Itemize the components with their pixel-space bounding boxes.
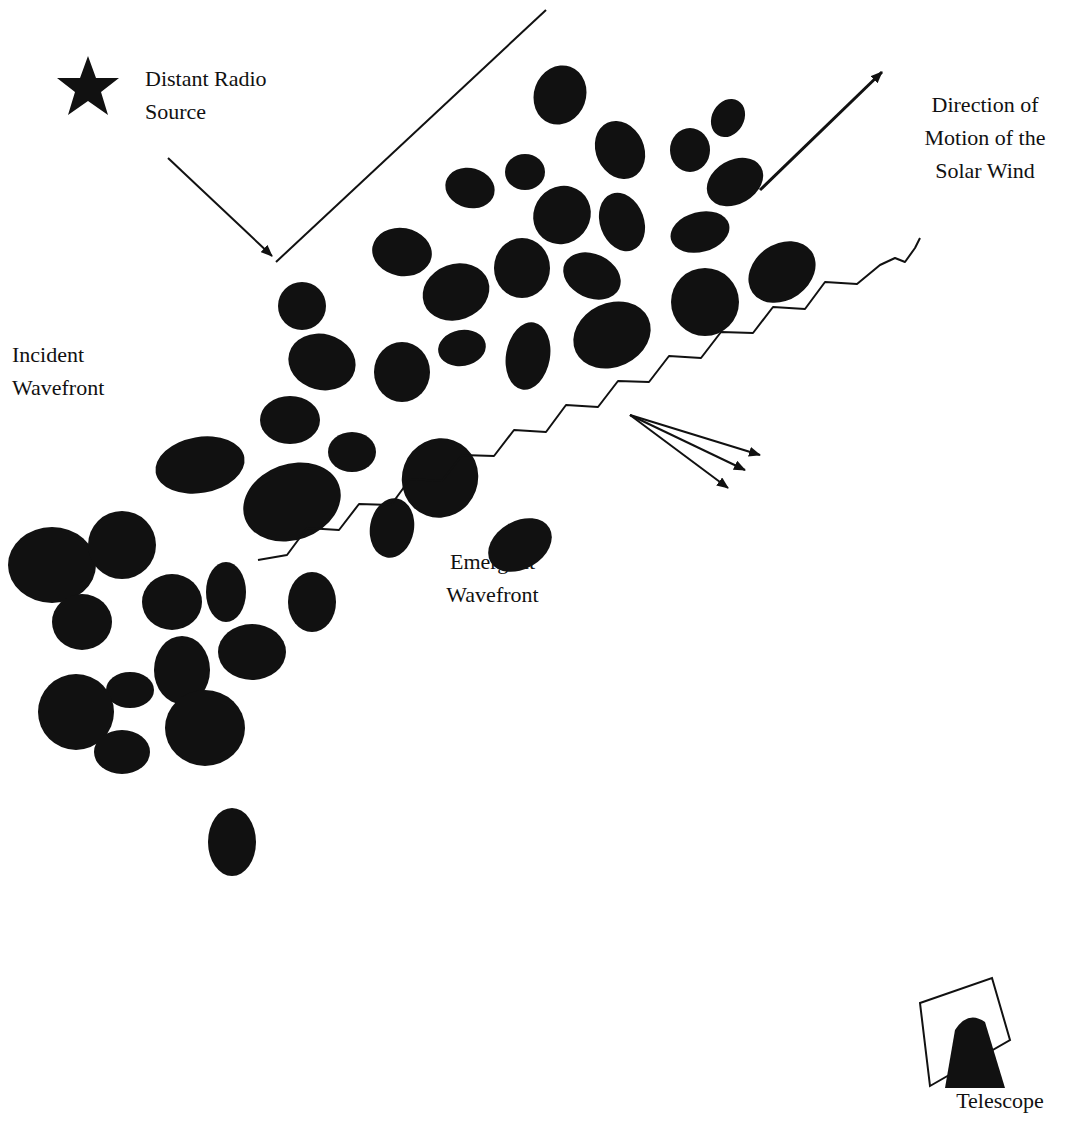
scattered-rays bbox=[630, 415, 760, 488]
incident-ray bbox=[168, 158, 272, 256]
emergent-wavefront bbox=[258, 238, 920, 560]
caption-label: Emergent Wavefront bbox=[435, 545, 550, 611]
plasma-blobs bbox=[8, 58, 828, 876]
solar-wind-arrow bbox=[760, 72, 882, 190]
caption-label: Distant Radio Source bbox=[145, 62, 310, 128]
caption-label: Direction of Motion of the Solar Wind bbox=[905, 88, 1065, 187]
incident-wavefront bbox=[276, 10, 546, 262]
telescope-icon bbox=[920, 978, 1010, 1088]
radio-source-star bbox=[57, 56, 119, 115]
caption-label: Telescope bbox=[940, 1088, 1060, 1114]
caption-label: Incident Wavefront bbox=[12, 338, 122, 404]
